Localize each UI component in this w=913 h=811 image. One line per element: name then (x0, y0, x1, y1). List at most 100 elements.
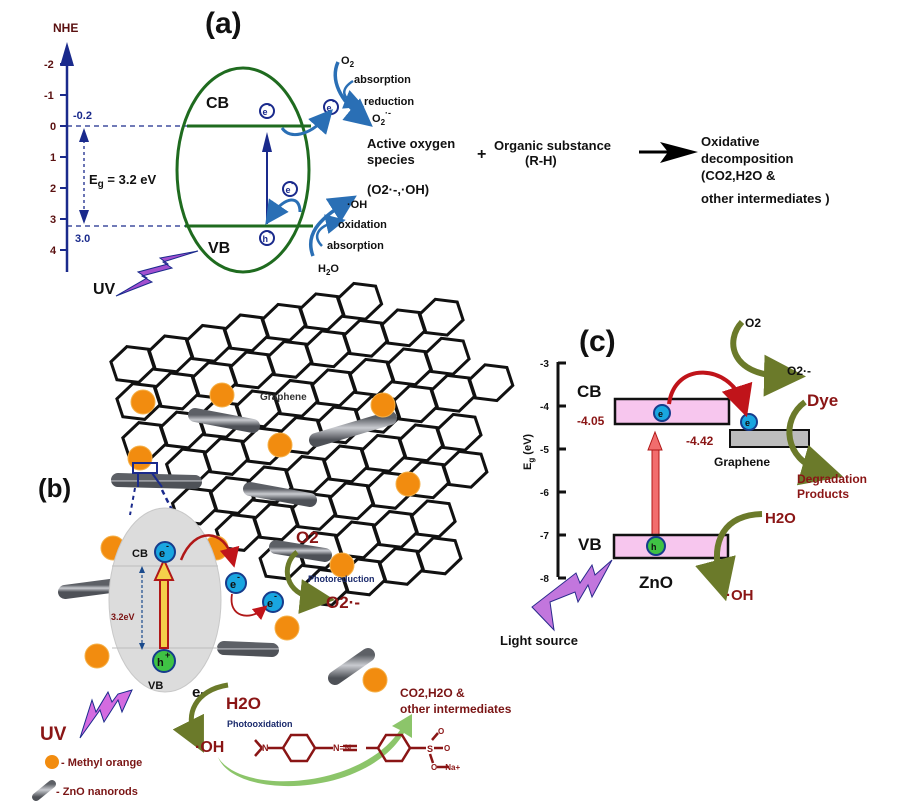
c-electron-graphene: e (740, 413, 758, 431)
dye-label: Dye (807, 391, 838, 410)
organic-substance-label: Organic substance (494, 138, 611, 153)
electron-mid: e- (282, 181, 298, 197)
graphene-hexagon (467, 363, 515, 403)
absorption-reduction-arrow (341, 79, 365, 109)
svg-text:h: h (263, 234, 269, 244)
hole-vb: h+ (259, 230, 275, 246)
methyl-orange-dot (395, 471, 421, 497)
panel-b-label: (b) (38, 473, 71, 503)
photooxidation-label: Photooxidation (227, 719, 293, 729)
degradation-line-1: Degradation (797, 472, 867, 486)
excitation-arrow-head-icon (262, 132, 272, 152)
c-axis-ticks: -3-4-5-6-7-8 (540, 359, 566, 585)
mol-azo-label: N=N (333, 743, 351, 753)
b-gap-label: 3.2eV (111, 612, 135, 622)
cb-level-value: -0.2 (73, 110, 92, 122)
result-line-1: Oxidative (701, 134, 760, 149)
b-electron-2: e- (262, 591, 284, 613)
zno-cb-box (613, 397, 731, 426)
oxidation-label: oxidation (338, 219, 387, 231)
c-hole-vb: h (646, 536, 666, 556)
electron-surface: e- (323, 99, 339, 115)
svg-text:-: - (332, 99, 335, 106)
oh-radical-label: ·OH (347, 199, 367, 211)
band-gap-arrow-up-icon (79, 128, 89, 142)
c-h2o-oxidation-arrow (695, 511, 763, 602)
svg-text:e: e (658, 409, 663, 419)
svg-text:-: - (268, 103, 271, 110)
b-electron-transfer-arrow (179, 534, 240, 568)
svg-text:e: e (327, 103, 332, 113)
methyl-orange-dot (362, 667, 388, 693)
b-products-line-1: CO2,H2O & (400, 686, 465, 700)
b-electron-hop-arrow (230, 593, 268, 621)
zoom-indicator-line (129, 487, 136, 516)
b-electron-1: e- (225, 572, 247, 594)
methyl-orange-dot (209, 382, 235, 408)
c-electron-cb: e (653, 404, 671, 422)
b-uv-lightning-icon (79, 689, 133, 739)
nhe-tick-label: 4 (50, 245, 57, 257)
zno-nanorod (217, 641, 279, 657)
c-graphene-label: Graphene (714, 455, 770, 469)
absorption-top-label: absorption (354, 74, 411, 86)
c-tick-label: -3 (540, 359, 549, 370)
dye-degradation-arrow (786, 399, 844, 486)
b-o2-label: O2 (296, 528, 319, 547)
active-oxygen-label-1: Active oxygen (367, 136, 455, 151)
b-products-line-2: other intermediates (400, 702, 512, 716)
absorption-oxidation-arrow (316, 214, 346, 247)
c-superoxide-label: O2·- (787, 364, 811, 378)
mol-o-label: O (444, 744, 450, 753)
photooxidation-arrow (172, 682, 229, 753)
reaction-arrow-head-icon (660, 142, 698, 163)
c-o2-label: O2 (745, 316, 761, 330)
svg-text:-: - (274, 591, 277, 601)
b-oh-label: ·OH (195, 739, 224, 756)
svg-text:e: e (745, 418, 750, 428)
graphene-hexagon (423, 336, 471, 376)
methyl-orange-dot (130, 389, 156, 415)
h2o-label: H2O (318, 263, 339, 277)
methyl-orange-dot (267, 432, 293, 458)
mol-ona-label: O—Na+ (431, 763, 460, 772)
nhe-tick-label: 3 (50, 214, 56, 226)
band-gap-label: Eg = 3.2 eV (89, 172, 157, 190)
legend-methyl-orange-label: - Methyl orange (61, 757, 142, 769)
c-tick-label: -6 (540, 488, 549, 499)
b-uv-label: UV (40, 724, 67, 745)
photoreduction-label: Photoreduction (308, 574, 375, 584)
rh-label: (R-H) (525, 153, 557, 168)
c-oh-label: ·OH (726, 587, 754, 604)
methyl-orange-dot (370, 392, 396, 418)
b-h2o-label: H2O (226, 694, 261, 713)
b-electron-cb: e- (154, 541, 176, 563)
mol-s-label: S (427, 744, 433, 754)
c-tick-label: -7 (540, 531, 549, 542)
degradation-swoosh-arrow (218, 714, 412, 787)
svg-text:e: e (159, 548, 165, 560)
o2-reduction-arrow (333, 61, 373, 127)
b-cb-label: CB (132, 548, 148, 560)
nhe-tick-label: -1 (44, 90, 54, 102)
light-source-label: Light source (500, 633, 578, 648)
c-excitation-arrow (651, 446, 660, 538)
c-h2o-label: H2O (765, 510, 796, 527)
electron-transfer-arrow (280, 109, 333, 137)
zno-nanorod (188, 408, 260, 433)
svg-text:-: - (291, 181, 294, 188)
b-superoxide-label: O2·- (326, 593, 360, 612)
zno-nanorod (269, 540, 332, 562)
uv-lightning-icon (115, 250, 199, 297)
panel-c-label: (c) (579, 325, 616, 358)
zoom-indicator-box (132, 462, 158, 474)
methyl-orange-dot (84, 643, 110, 669)
uv-label: UV (93, 281, 116, 298)
legend-methyl-orange-icon (45, 755, 59, 769)
zno-nanorod (309, 411, 397, 447)
plus-sign: + (477, 146, 486, 163)
h2o-oxidation-arrow (308, 195, 357, 257)
result-line-4: other intermediates ) (701, 191, 830, 206)
methyl-orange-structure (254, 732, 449, 769)
c-cb-value: -4.05 (577, 414, 605, 428)
